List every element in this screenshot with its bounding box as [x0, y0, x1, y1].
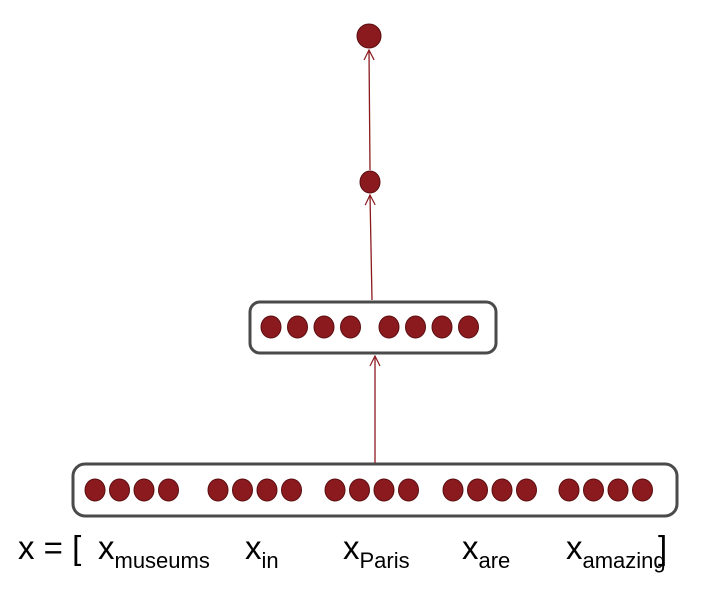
- hidden-node: [431, 315, 453, 339]
- output-nodes: [356, 23, 382, 49]
- hidden-nodes: [260, 315, 479, 339]
- upper-nodes: [359, 170, 381, 194]
- word-vector-label-amazing: xamazing: [566, 529, 666, 573]
- input-node: [324, 478, 346, 502]
- upper-node: [359, 170, 381, 194]
- input-node: [558, 478, 580, 502]
- input-node: [491, 478, 513, 502]
- word-vector-label-are: xare: [462, 529, 511, 573]
- input-node: [281, 478, 302, 502]
- hidden-node: [378, 315, 400, 339]
- input-node: [607, 478, 629, 502]
- equation-close-bracket: ]: [658, 529, 668, 566]
- input-node: [373, 478, 395, 502]
- word-vector-label-in: xin: [245, 529, 279, 573]
- hidden-node: [313, 315, 335, 339]
- hidden-node: [260, 315, 282, 339]
- input-node: [467, 478, 488, 502]
- input-node: [207, 478, 229, 502]
- hidden-node: [405, 315, 426, 339]
- input-node: [158, 478, 179, 502]
- input-node: [109, 478, 130, 502]
- input-nodes: [84, 478, 653, 502]
- hidden-node: [458, 315, 479, 339]
- input-node: [516, 478, 537, 502]
- input-node: [133, 478, 155, 502]
- input-node: [398, 478, 419, 502]
- hidden-layer-box: [248, 300, 498, 355]
- equation-lhs: x = [: [18, 529, 82, 566]
- input-node: [232, 478, 253, 502]
- output-node: [356, 23, 382, 49]
- input-node: [632, 478, 653, 502]
- word-vector-label-paris: xParis: [343, 529, 410, 573]
- input-node: [256, 478, 278, 502]
- arrow-upper-to-output: [369, 50, 370, 171]
- hidden-node: [340, 315, 361, 339]
- input-layer-box: [71, 462, 679, 518]
- arrow-hidden-to-upper: [370, 195, 372, 301]
- hidden-node: [287, 315, 308, 339]
- input-node: [349, 478, 370, 502]
- word-vector-label-museums: xmuseums: [98, 529, 210, 573]
- input-node: [84, 478, 106, 502]
- input-node: [442, 478, 464, 502]
- input-node: [583, 478, 604, 502]
